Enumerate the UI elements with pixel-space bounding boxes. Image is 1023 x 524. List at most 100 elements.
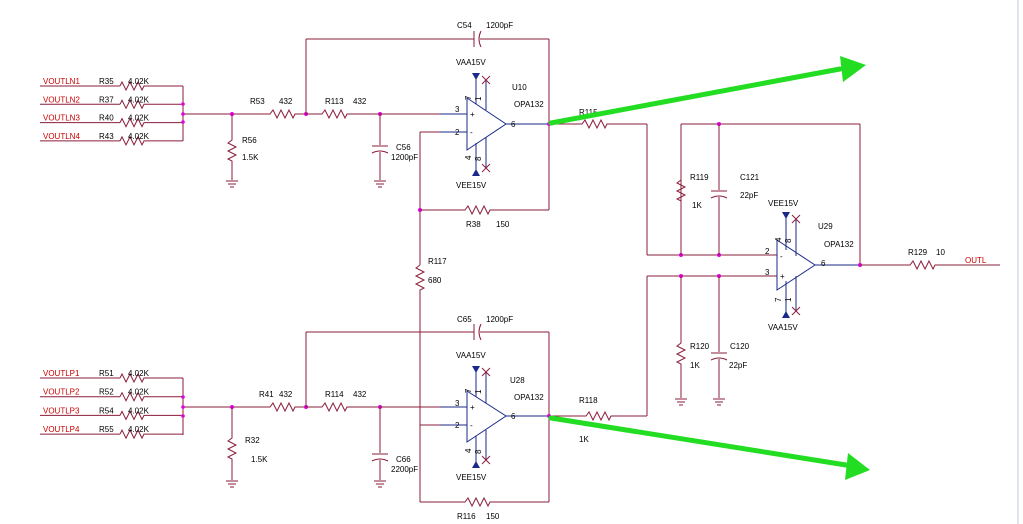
r119-resistor: [675, 179, 687, 202]
resistor-ref: R55: [99, 425, 114, 434]
svg-text:4: 4: [464, 155, 473, 160]
r115-resistor: [549, 118, 647, 130]
input-row: VOUTLP4 R55 4.02K: [40, 425, 183, 440]
svg-text:1: 1: [474, 96, 483, 101]
input-resistor: [119, 410, 183, 421]
svg-text:8: 8: [474, 449, 483, 454]
r115-ref: R115: [579, 108, 598, 117]
r114-value: 432: [353, 390, 367, 399]
c65-ref: C65: [457, 315, 472, 324]
r32-ref: R32: [245, 436, 260, 445]
vee-label: VEE15V: [768, 199, 799, 208]
input-resistor: [119, 117, 183, 128]
net-label: VOUTLP4: [43, 425, 80, 434]
vaa-label: VAA15V: [456, 351, 486, 360]
resistor-value: 4.02K: [128, 77, 150, 86]
r56-ref: R56: [242, 136, 257, 145]
u10-opamp: [440, 73, 549, 176]
r113-resistor: [306, 108, 380, 120]
net-label: VOUTLP3: [43, 406, 80, 415]
c120-value: 22pF: [729, 361, 747, 370]
svg-text:6: 6: [821, 259, 826, 268]
r119-value: 1K: [692, 201, 702, 210]
svg-text:4: 4: [774, 237, 783, 242]
resistor-value: 4.02K: [128, 406, 150, 415]
resistor-ref: R35: [99, 77, 114, 86]
svg-text:-: -: [470, 128, 473, 137]
input-resistor: [119, 135, 183, 147]
resistor-value: 4.02K: [128, 132, 150, 141]
r117-value: 680: [428, 276, 442, 285]
c65-value: 1200pF: [486, 315, 513, 324]
c66-ref: C66: [396, 455, 411, 464]
r38-resistor: [420, 204, 549, 216]
r116-value: 150: [486, 512, 500, 521]
ground-symbol: [675, 398, 687, 406]
svg-text:7: 7: [464, 95, 473, 100]
ground-symbol: [713, 398, 725, 406]
net-label: VOUTLN2: [43, 95, 80, 104]
u10-part: OPA132: [514, 100, 544, 109]
r113-ref: R113: [325, 97, 344, 106]
r38-ref: R38: [466, 220, 481, 229]
r41-value: 432: [279, 390, 293, 399]
c121-ref: C121: [740, 173, 760, 182]
ground-symbol: [374, 180, 386, 188]
r53-value: 432: [279, 97, 293, 106]
r41-ref: R41: [259, 390, 274, 399]
svg-text:2: 2: [455, 421, 460, 430]
net-label: VOUTLP1: [43, 369, 80, 378]
resistor-value: 4.02K: [128, 114, 150, 123]
svg-text:8: 8: [474, 156, 483, 161]
input-resistor: [119, 99, 183, 110]
u28-part: OPA132: [514, 393, 544, 402]
r118-resistor: [549, 410, 647, 422]
u29-ref: U29: [818, 222, 833, 231]
u29-part: OPA132: [824, 240, 854, 249]
r120-value: 1K: [690, 361, 700, 370]
r118-value: 1K: [579, 435, 589, 444]
arrow-head-icon: [840, 56, 866, 82]
r129-resistor: [860, 259, 1000, 271]
resistor-ref: R37: [99, 95, 114, 104]
ground-symbol: [226, 480, 238, 488]
r56-value: 1.5K: [242, 153, 259, 162]
input-resistor: [119, 80, 183, 92]
r117-resistor: [414, 264, 426, 425]
svg-text:3: 3: [455, 399, 460, 408]
svg-text:6: 6: [511, 412, 516, 421]
r120-ref: R120: [690, 342, 710, 351]
svg-text:1: 1: [474, 389, 483, 394]
c66-value: 2200pF: [391, 465, 418, 474]
input-resistor: [119, 391, 183, 402]
vaa-label: VAA15V: [768, 323, 798, 332]
r32-resistor: [226, 407, 238, 480]
svg-text:1: 1: [784, 297, 793, 302]
resistor-ref: R43: [99, 132, 114, 141]
net-label: VOUTLN3: [43, 114, 80, 123]
r53-resistor: [248, 108, 306, 120]
svg-text:+: +: [470, 110, 475, 119]
c56-value: 1200pF: [391, 153, 418, 162]
svg-text:2: 2: [455, 128, 460, 137]
svg-text:6: 6: [511, 120, 516, 129]
resistor-value: 4.02K: [128, 425, 150, 434]
svg-text:8: 8: [784, 238, 793, 243]
net-label: VOUTLP2: [43, 388, 80, 397]
vaa-label: VAA15V: [456, 58, 486, 67]
r53-ref: R53: [250, 97, 265, 106]
svg-text:7: 7: [774, 297, 783, 302]
svg-text:+: +: [780, 272, 785, 281]
r113-value: 432: [353, 97, 367, 106]
r116-resistor: [420, 496, 549, 508]
resistor-ref: R52: [99, 388, 114, 397]
annotation-arrow-bottom: [548, 415, 849, 468]
svg-text:2: 2: [765, 247, 770, 256]
